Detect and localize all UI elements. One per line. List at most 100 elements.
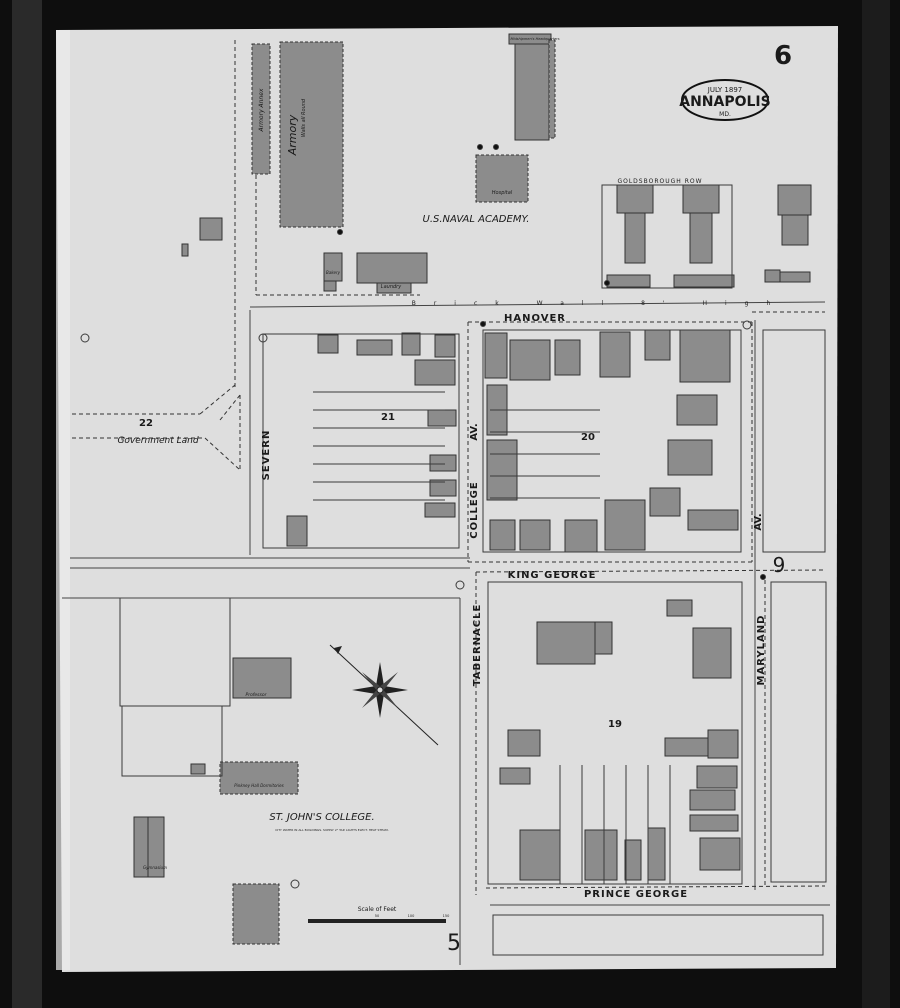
dwelling bbox=[519, 519, 551, 551]
professor-building bbox=[232, 657, 292, 699]
dwelling bbox=[664, 737, 711, 757]
street-college-av: AV. bbox=[469, 423, 480, 440]
dwelling bbox=[624, 839, 642, 881]
hospital-yard bbox=[475, 154, 529, 203]
dwelling bbox=[414, 359, 456, 386]
government-land-label: Government Land bbox=[117, 436, 198, 446]
dwelling bbox=[489, 519, 516, 551]
street-king-george: KING GEORGE bbox=[508, 570, 597, 581]
dwelling bbox=[687, 509, 739, 531]
pinkney-hall-label: Pinkney Hall Dormitories bbox=[234, 783, 283, 788]
hydrant-icon bbox=[477, 144, 483, 150]
dwelling bbox=[519, 829, 561, 881]
adjoining-sheet-east[interactable]: 9 bbox=[773, 553, 786, 577]
midshipmens-hq-wing bbox=[548, 39, 556, 139]
dwelling bbox=[554, 339, 581, 376]
street-maryland: MARYLAND bbox=[756, 615, 767, 686]
block-number-19: 19 bbox=[608, 719, 622, 730]
dwelling bbox=[356, 339, 393, 356]
dwelling bbox=[424, 502, 456, 518]
street-prince-george: PRINCE GEORGE bbox=[584, 889, 688, 900]
dwelling bbox=[429, 479, 457, 497]
gymnasium-wing bbox=[147, 816, 165, 878]
hydrant-icon bbox=[604, 280, 610, 286]
outbuilding bbox=[190, 763, 206, 775]
scale-title: Scale of Feet bbox=[358, 906, 397, 913]
block-19-outline bbox=[487, 581, 743, 885]
page-number: 6 bbox=[774, 41, 792, 71]
dashed-boundary bbox=[475, 569, 826, 573]
st-johns-note: CITY WATER IN ALL BUILDINGS. SUPPLY 2" T… bbox=[275, 828, 389, 832]
dwelling bbox=[689, 814, 739, 832]
midshipmens-hq-building bbox=[514, 43, 550, 141]
armory-label: Armory bbox=[286, 114, 299, 156]
state-name: MD. bbox=[719, 111, 731, 118]
block-number-22: 22 bbox=[139, 418, 153, 429]
dwelling bbox=[564, 519, 598, 553]
goldsborough-house bbox=[616, 184, 654, 214]
laundry-label: Laundry bbox=[381, 284, 402, 290]
pipe-size-marker-icon bbox=[455, 580, 465, 590]
adjoining-sheet-south[interactable]: 5 bbox=[447, 931, 461, 956]
wall-note: Brick Wall 8' High bbox=[412, 300, 789, 307]
professor-label: Professor bbox=[246, 692, 268, 698]
st-johns-college-label: ST. JOHN'S COLLEGE. bbox=[269, 812, 374, 823]
goldsborough-shed bbox=[673, 274, 735, 288]
goldsborough-house bbox=[682, 184, 720, 214]
hydrant-icon bbox=[493, 144, 499, 150]
goldsborough-shed bbox=[606, 274, 651, 288]
armory-building bbox=[279, 41, 344, 228]
dwelling bbox=[199, 217, 223, 241]
shed bbox=[181, 243, 189, 257]
goldsborough-row-label: GOLDSBOROUGH ROW bbox=[617, 178, 702, 185]
dashed-boundary bbox=[485, 885, 826, 889]
compass-rose-icon bbox=[329, 644, 439, 746]
naval-academy-label: U.S.NAVAL ACADEMY. bbox=[423, 214, 530, 225]
dashed-boundary bbox=[219, 394, 241, 421]
dwelling bbox=[604, 499, 646, 551]
goldsborough-house-rear bbox=[624, 212, 646, 264]
dwelling bbox=[594, 621, 613, 655]
midshipmens-hq-label: Midshipmen's Headquarters bbox=[510, 37, 559, 41]
armory-note: Walls all Round bbox=[301, 98, 307, 137]
pinkney-hall-building bbox=[219, 761, 299, 795]
dwelling bbox=[536, 621, 596, 665]
armory-annex-building bbox=[251, 43, 271, 175]
dwelling bbox=[434, 334, 456, 358]
dwelling bbox=[647, 827, 666, 881]
dwelling bbox=[667, 439, 713, 476]
dashed-boundary bbox=[199, 384, 236, 415]
dwelling bbox=[679, 329, 731, 383]
hydrant-icon bbox=[337, 229, 343, 235]
laundry-building bbox=[356, 252, 428, 284]
pipe-size-marker-icon bbox=[290, 879, 300, 889]
block-number-21: 21 bbox=[381, 412, 395, 423]
dwelling bbox=[427, 409, 457, 427]
dwelling bbox=[676, 394, 718, 426]
block-number-20: 20 bbox=[581, 432, 595, 443]
dwelling bbox=[429, 454, 457, 472]
dwelling bbox=[666, 599, 693, 617]
dwelling bbox=[509, 339, 551, 381]
shed bbox=[764, 269, 781, 283]
laundry-annex bbox=[376, 282, 412, 294]
dwelling bbox=[286, 515, 308, 547]
dwelling bbox=[401, 332, 421, 356]
dwelling bbox=[696, 765, 738, 789]
officer-house bbox=[777, 184, 812, 216]
street-hanover: HANOVER bbox=[504, 313, 566, 324]
goldsborough-lot bbox=[601, 184, 733, 289]
college-building bbox=[232, 883, 280, 945]
dwelling bbox=[486, 439, 518, 501]
dwelling bbox=[499, 767, 531, 785]
city-name: ANNAPOLIS bbox=[679, 94, 770, 110]
scale-bar bbox=[308, 919, 446, 923]
dwelling bbox=[699, 837, 741, 871]
hydrant-icon bbox=[760, 574, 766, 580]
dashed-boundary bbox=[204, 437, 241, 471]
east-block-outline bbox=[762, 329, 826, 553]
block-21-outline bbox=[262, 333, 460, 549]
oven-building bbox=[323, 280, 337, 292]
east-block-outline bbox=[770, 581, 827, 883]
